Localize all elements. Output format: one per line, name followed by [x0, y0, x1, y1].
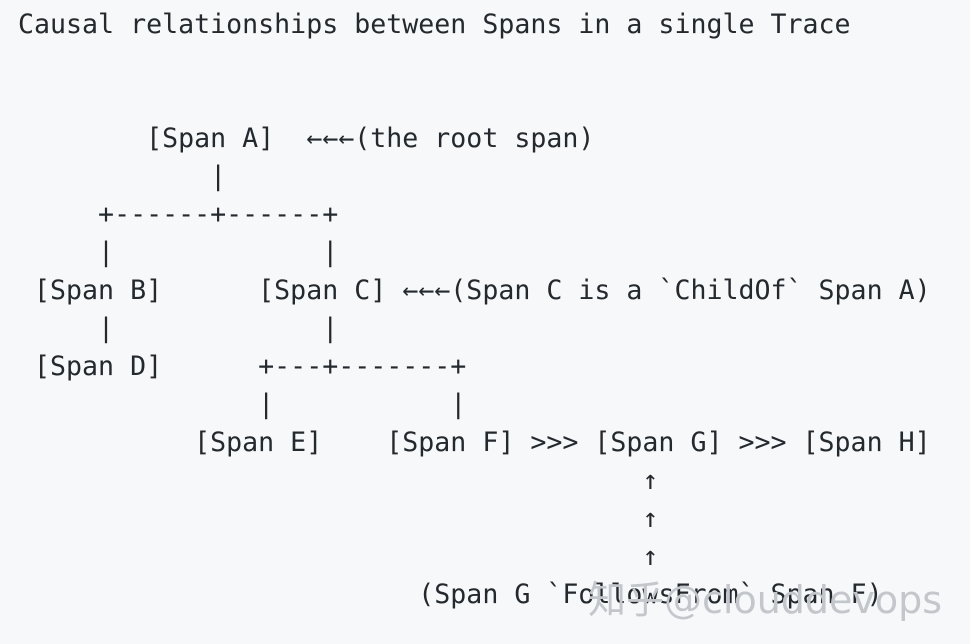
diagram-title: Causal relationships between Spans in a … — [18, 9, 851, 40]
ascii-line-followsfrom: (Span G `FollowsFrom` Span F) — [18, 579, 883, 610]
ascii-line-span-b-c: [Span B] [Span C] ←←←(Span C is a `Child… — [18, 275, 931, 306]
ascii-line-stems-3: | | — [18, 389, 467, 420]
ascii-line-up-arrow-3: ↑ — [18, 541, 659, 572]
ascii-line-span-a: [Span A] ←←←(the root span) — [18, 123, 595, 154]
ascii-line-branch-stems: | | — [18, 237, 339, 268]
ascii-diagram: [Span A] ←←←(the root span) | +------+--… — [18, 120, 970, 614]
ascii-line-connector: | — [18, 161, 227, 192]
ascii-line-stems-2: | | — [18, 313, 339, 344]
ascii-line-span-d-branch: [Span D] +---+-------+ — [18, 351, 467, 382]
code-block-content: Causal relationships between Spans in a … — [18, 9, 970, 614]
ascii-line-up-arrow-2: ↑ — [18, 503, 659, 534]
ascii-line-branch-top: +------+------+ — [18, 199, 339, 230]
ascii-line-span-e-f-g-h: [Span E] [Span F] >>> [Span G] >>> [Span… — [18, 427, 931, 458]
ascii-line-up-arrow-1: ↑ — [18, 465, 659, 496]
